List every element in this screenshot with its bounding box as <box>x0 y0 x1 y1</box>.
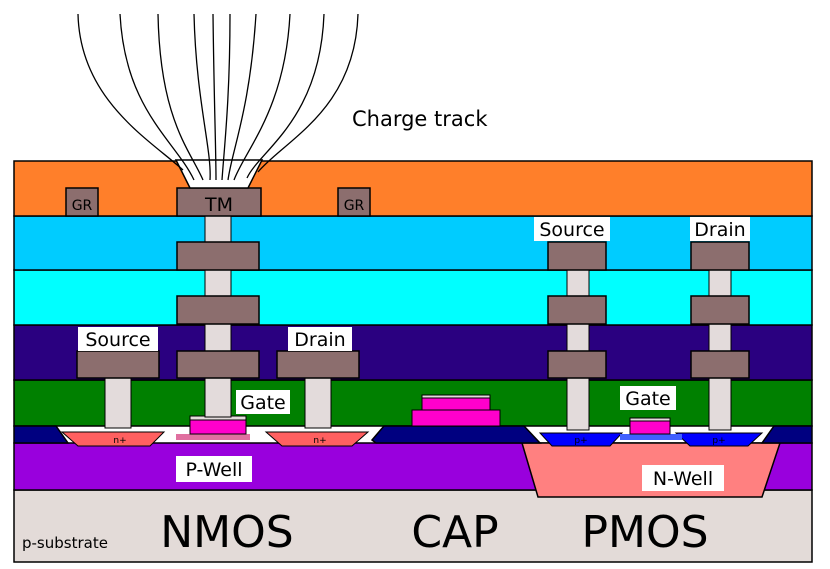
pmos-source-via-mid <box>566 322 590 354</box>
cap-region-label: CAP <box>411 507 498 558</box>
n-plus-right-label: n+ <box>313 436 326 446</box>
guard-ring-left-label: GR <box>72 198 93 214</box>
p-plus-diffusion-left <box>538 432 624 447</box>
gate-stack-metal-1 <box>176 350 260 379</box>
pmos-source-label: Source <box>539 219 604 241</box>
pmos-drain-metal-1 <box>690 350 750 379</box>
pmos-drain-metal-2 <box>690 295 750 325</box>
gate-stack-metal-2 <box>176 295 260 325</box>
n-well-label: N-Well <box>653 468 713 490</box>
top-metal-pad <box>176 187 262 217</box>
pmos-source-metal-1 <box>547 350 607 379</box>
cyan-layer <box>13 269 813 326</box>
gate-stack-metal-3 <box>176 241 260 271</box>
pmos-drain-via-bottom <box>708 375 732 431</box>
pmos-source-via-bottom <box>566 375 590 431</box>
p-substrate-label: p-substrate <box>22 534 108 552</box>
n-plus-diffusion-left <box>60 431 166 447</box>
top-passivation-layer <box>13 160 813 217</box>
nmos-source-metal <box>76 350 160 379</box>
pmos-drain-metal-3 <box>690 241 750 271</box>
pmos-source-label-bg <box>534 217 610 241</box>
n-plus-diffusion-right <box>264 431 370 447</box>
guard-ring-right-label: GR <box>344 198 365 214</box>
p-substrate-region <box>13 489 813 563</box>
sky-layer <box>13 215 813 271</box>
nmos-drain-label-bg <box>288 327 352 351</box>
guard-ring-right <box>337 187 371 217</box>
charge-track-label: Charge track <box>352 107 488 131</box>
pmos-gate-label-bg <box>620 386 676 410</box>
field-oxide-left <box>13 425 70 444</box>
guard-ring-left <box>65 187 99 217</box>
charge-track-lines <box>77 13 359 181</box>
nmos-gate-label: Gate <box>240 392 286 414</box>
cap-top-plate <box>421 397 491 411</box>
nmos-drain-metal <box>276 350 360 379</box>
nmos-drain-label: Drain <box>294 329 345 351</box>
cap-bottom-plate <box>411 409 501 427</box>
tm-via-1 <box>204 212 232 244</box>
pmos-source-metal-3 <box>547 241 607 271</box>
p-plus-left-label: p+ <box>574 436 587 446</box>
nmos-source-label: Source <box>85 329 150 351</box>
pmos-drain-via-top <box>708 267 732 299</box>
p-plus-diffusion-right <box>674 432 764 447</box>
nmos-source-via <box>104 376 132 429</box>
pmos-drain-label: Drain <box>694 219 745 241</box>
nmos-gate-via <box>204 376 232 418</box>
n-plus-left-label: n+ <box>113 436 126 446</box>
nmos-region-label: NMOS <box>160 507 293 558</box>
nmos-drain-via <box>304 376 332 429</box>
p-well-label: P-Well <box>185 459 242 481</box>
pmos-source-metal-2 <box>547 295 607 325</box>
p-plus-right-label: p+ <box>712 436 725 446</box>
nmos-channel <box>176 434 250 440</box>
pmos-gate-label: Gate <box>625 388 671 410</box>
nmos-gate-label-bg <box>236 390 290 414</box>
tm-via-2 <box>204 267 232 299</box>
top-metal-label: TM <box>204 194 233 216</box>
pmos-drain-label-bg <box>690 217 750 241</box>
pmos-channel <box>620 434 682 440</box>
n-well-label-bg <box>642 465 724 491</box>
pmos-gate <box>629 420 671 435</box>
tm-via-3 <box>204 322 232 354</box>
pmos-source-via-top <box>566 267 590 299</box>
field-oxide-center <box>370 425 542 444</box>
pmos-drain-via-mid <box>708 322 732 354</box>
pmos-region-label: PMOS <box>581 507 708 558</box>
nmos-gate <box>189 419 247 435</box>
nmos-source-label-bg <box>78 327 158 351</box>
field-oxide-right <box>760 425 813 444</box>
p-well-label-bg <box>176 456 252 482</box>
